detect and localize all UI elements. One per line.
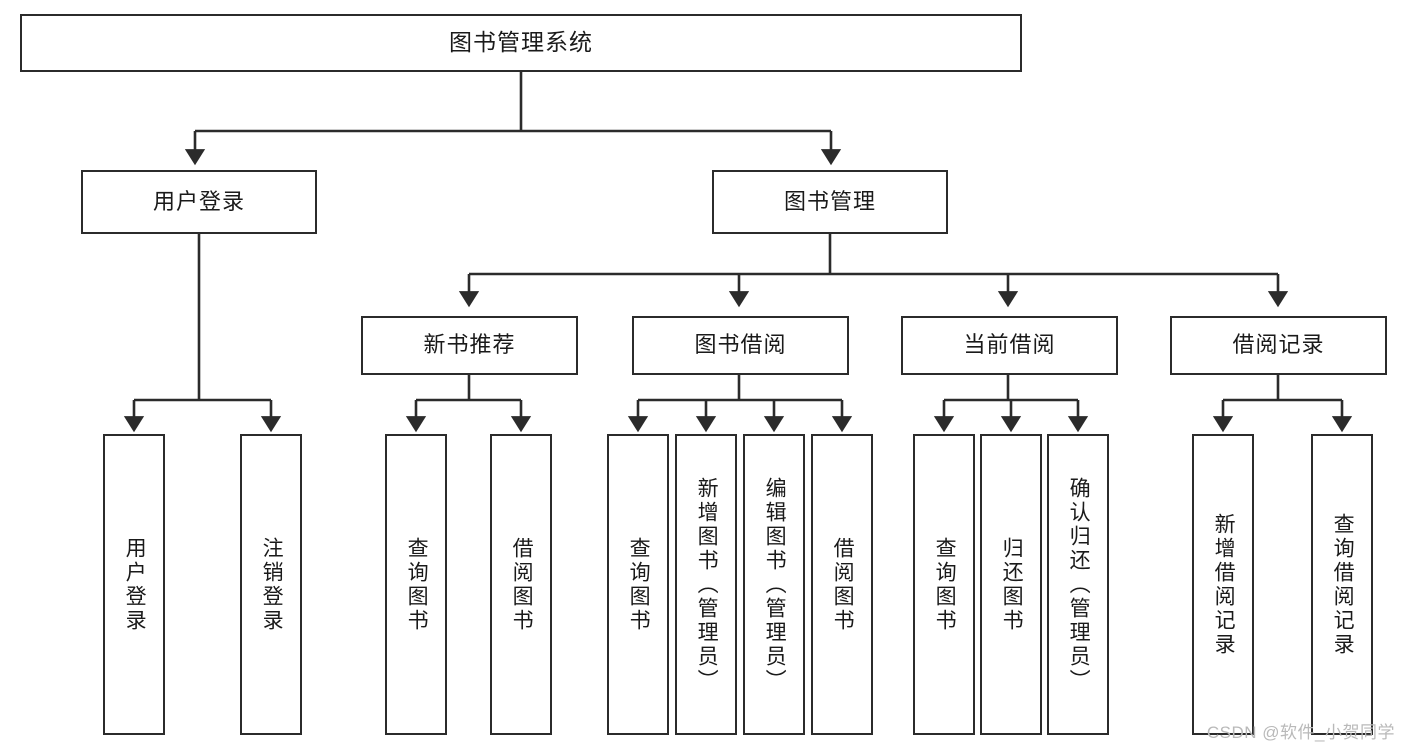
leaf-add-book[interactable]: 新增图书（管理员） xyxy=(675,434,737,735)
leaf-query-book-borrow[interactable]: 查询图书 xyxy=(607,434,669,735)
leaf-query-book-current[interactable]: 查询图书 xyxy=(913,434,975,735)
node-borrow-record[interactable]: 借阅记录 xyxy=(1170,316,1387,375)
leaf-logout[interactable]: 注销登录 xyxy=(240,434,302,735)
leaf-user-login[interactable]: 用户登录 xyxy=(103,434,165,735)
leaf-borrow-book[interactable]: 借阅图书 xyxy=(811,434,873,735)
node-book-borrow[interactable]: 图书借阅 xyxy=(632,316,849,375)
node-new-book-recommend[interactable]: 新书推荐 xyxy=(361,316,578,375)
leaf-query-borrow-record[interactable]: 查询借阅记录 xyxy=(1311,434,1373,735)
watermark-text: CSDN @软件_小贺同学 xyxy=(1206,723,1395,742)
leaf-confirm-return[interactable]: 确认归还（管理员） xyxy=(1047,434,1109,735)
leaf-borrow-book-recommend[interactable]: 借阅图书 xyxy=(490,434,552,735)
node-current-borrow[interactable]: 当前借阅 xyxy=(901,316,1118,375)
node-user-login[interactable]: 用户登录 xyxy=(81,170,317,234)
leaf-add-borrow-record[interactable]: 新增借阅记录 xyxy=(1192,434,1254,735)
leaf-return-book[interactable]: 归还图书 xyxy=(980,434,1042,735)
leaf-edit-book[interactable]: 编辑图书（管理员） xyxy=(743,434,805,735)
node-book-manage[interactable]: 图书管理 xyxy=(712,170,948,234)
leaf-query-book-recommend[interactable]: 查询图书 xyxy=(385,434,447,735)
node-root-system[interactable]: 图书管理系统 xyxy=(20,14,1022,72)
